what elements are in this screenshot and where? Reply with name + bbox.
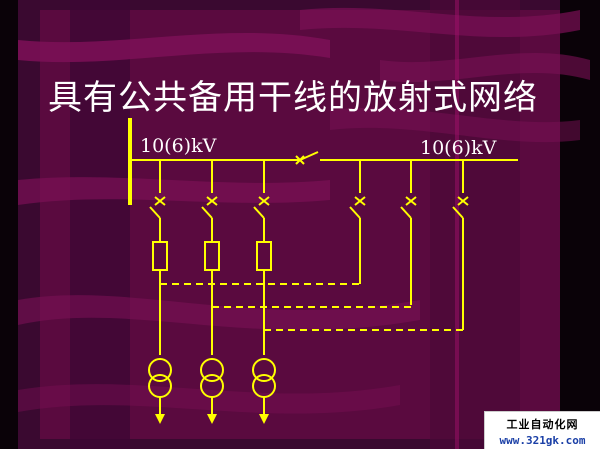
bus-label-left: 10(6)kV xyxy=(140,135,217,157)
backup-feeder-1 xyxy=(349,160,366,284)
arrows xyxy=(155,414,269,424)
watermark-url[interactable]: www.321gk.com xyxy=(499,434,586,447)
feeder-2 xyxy=(200,160,224,418)
slide-title: 具有公共备用干线的放射式网络 xyxy=(48,78,538,118)
tie-switch xyxy=(299,151,319,161)
feeder-1 xyxy=(148,160,172,418)
watermark: 工业自动化网 www.321gk.com xyxy=(484,411,600,449)
bus-label-right: 10(6)kV xyxy=(420,137,497,159)
feeder-3 xyxy=(252,160,276,418)
backup-trunk-lines xyxy=(160,283,463,331)
backup-feeder-3 xyxy=(452,160,469,330)
backup-feeder-2 xyxy=(400,160,417,305)
watermark-name: 工业自动化网 xyxy=(506,418,579,431)
